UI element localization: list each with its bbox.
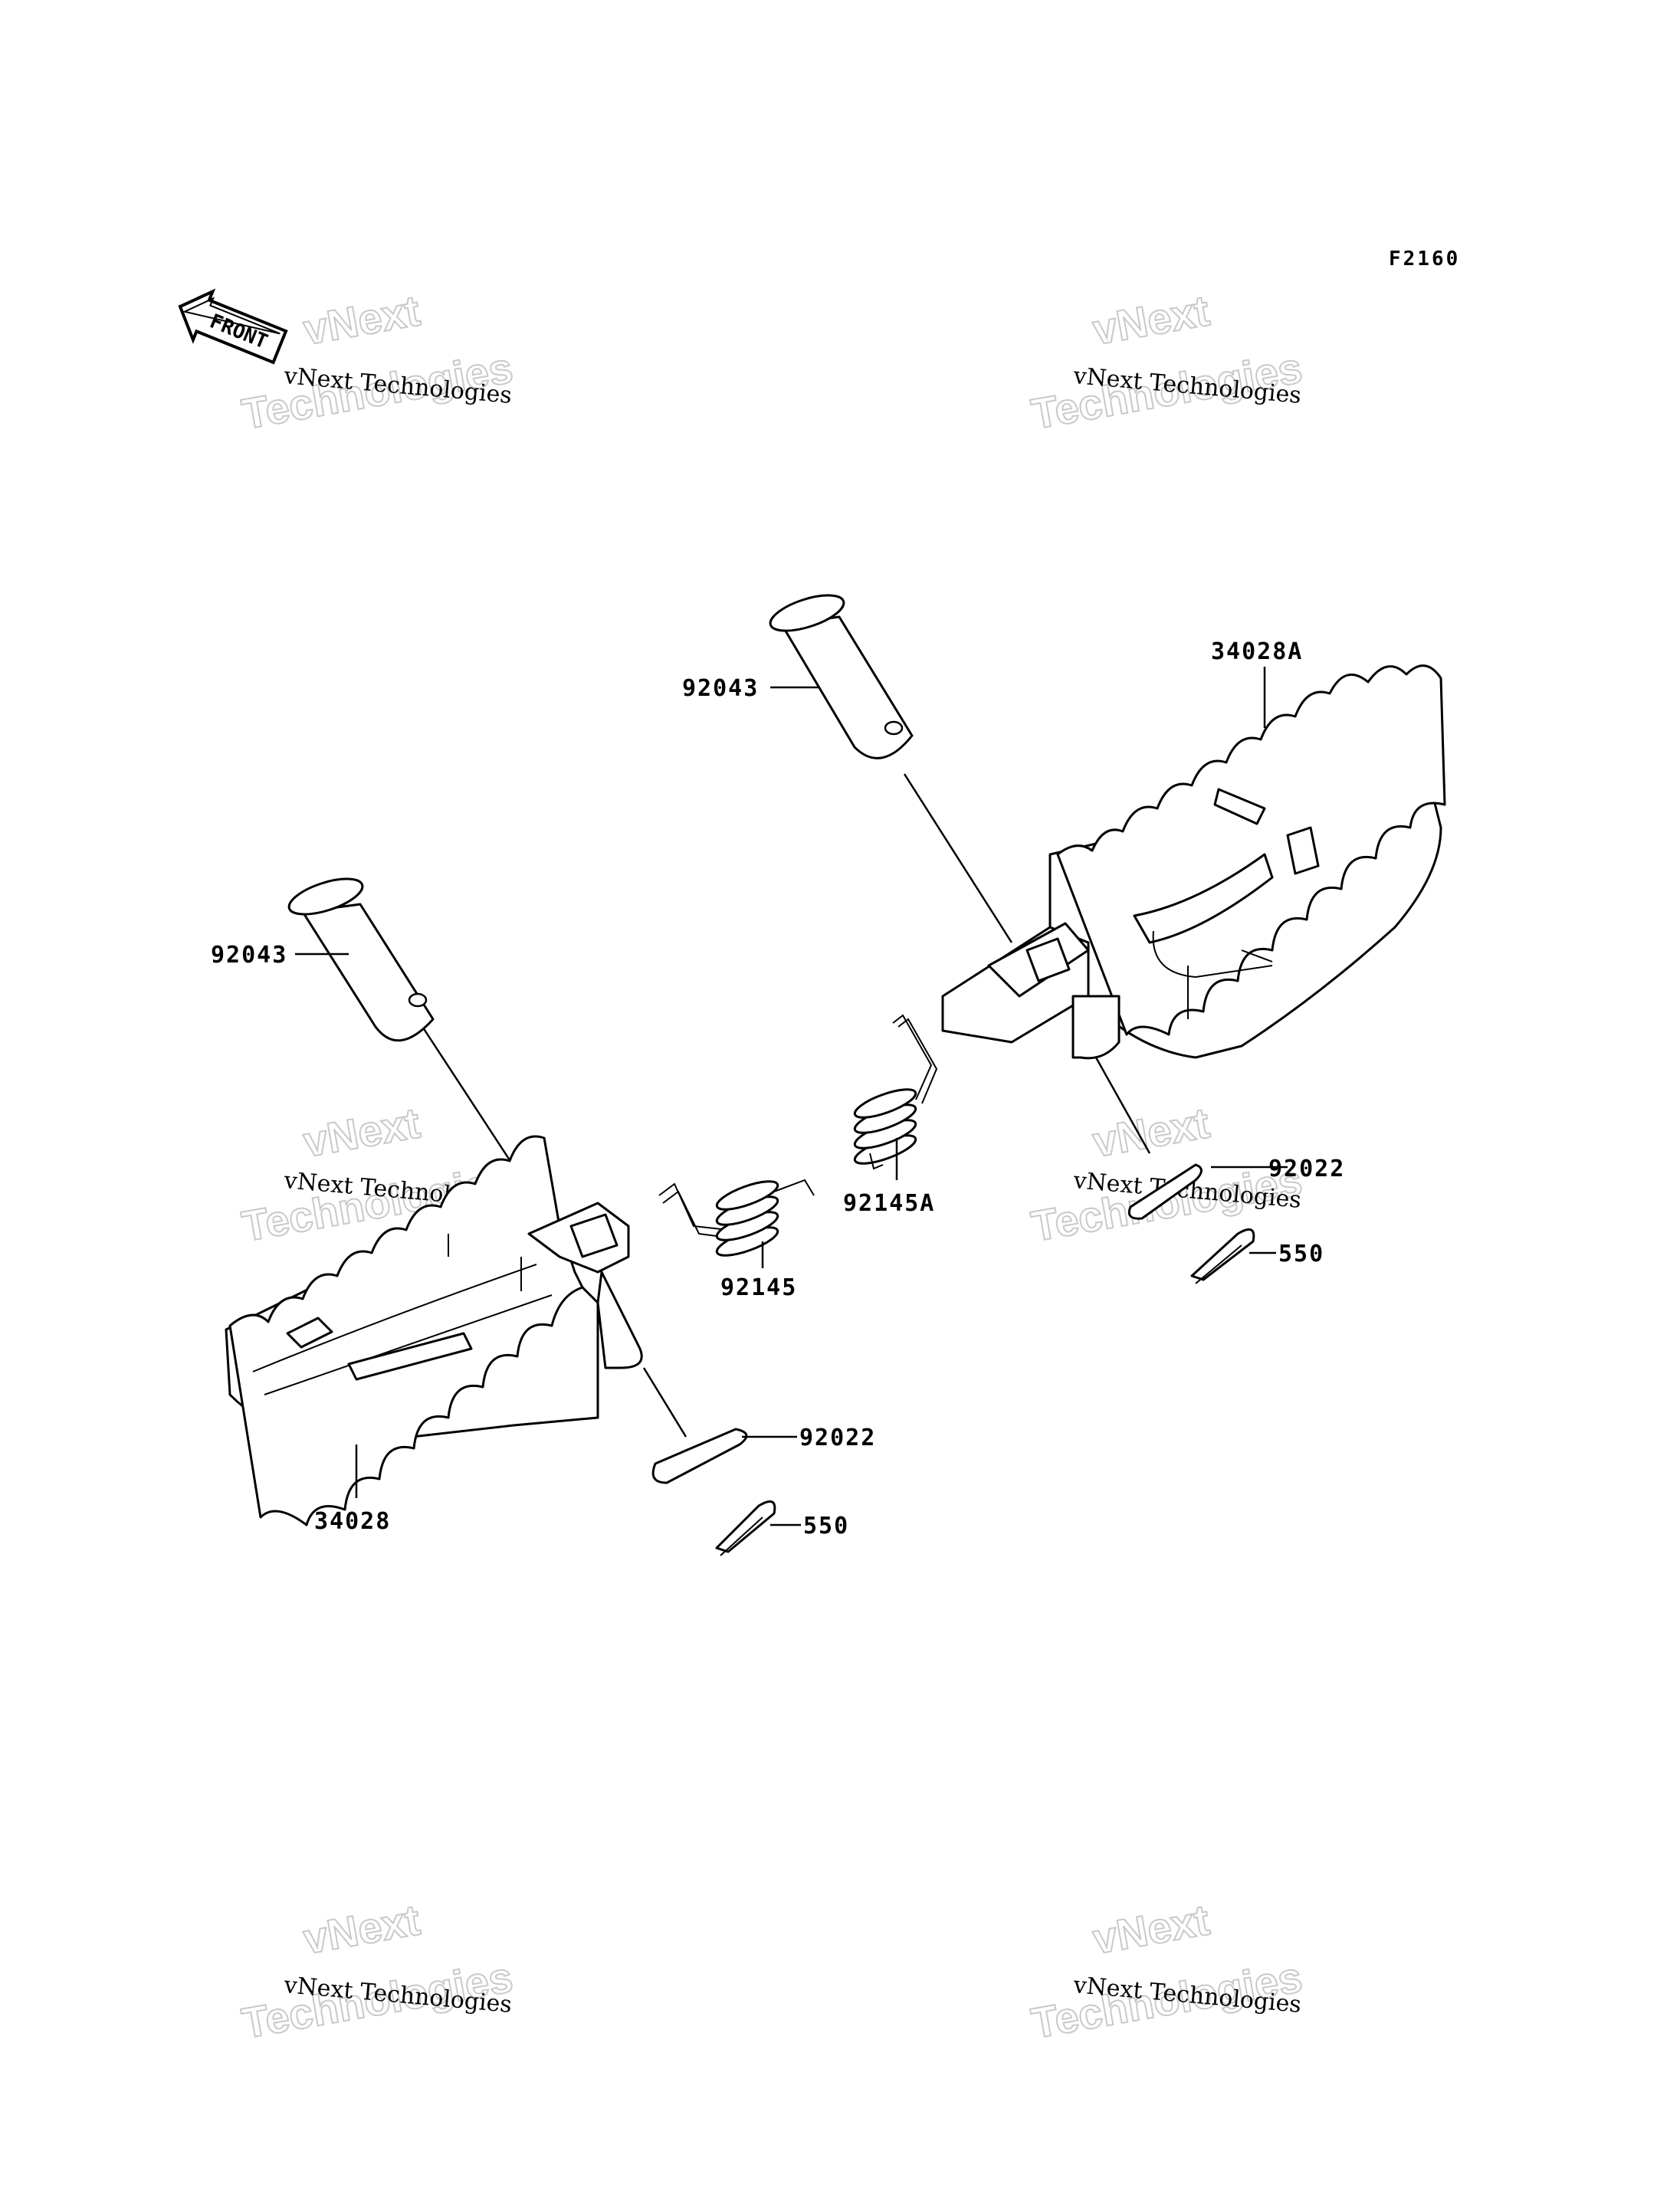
front-arrow-icon: FRONT xyxy=(178,288,288,365)
cotter-pin-right xyxy=(1190,1228,1276,1284)
cotter-pin-left xyxy=(715,1500,801,1556)
callout-footpeg-left: 34028 xyxy=(314,1508,391,1535)
callout-pin-right: 92043 xyxy=(682,675,759,702)
callout-cotter-left: 550 xyxy=(803,1513,849,1540)
callout-cotter-right: 550 xyxy=(1278,1241,1324,1267)
watermark-top-right: vNext Technologies vNext Technologies xyxy=(1027,285,1306,439)
washer-right xyxy=(1094,1057,1288,1220)
watermark-line1: vNext xyxy=(1089,286,1212,354)
watermark-line1: vNext xyxy=(300,1895,423,1963)
footpeg-left xyxy=(225,1135,643,1526)
watermark-line1: vNext xyxy=(300,1098,423,1166)
callout-footpeg-right: 34028A xyxy=(1211,638,1303,665)
watermark-line1: vNext xyxy=(300,286,423,354)
callout-spring-right: 92145A xyxy=(843,1190,935,1217)
callout-washer-right: 92022 xyxy=(1268,1156,1345,1182)
pin-right xyxy=(769,594,1013,943)
watermark-bottom-left: vNext Technologies vNext Technologies xyxy=(238,1894,517,2048)
watermark-line1: vNext xyxy=(1089,1098,1212,1166)
callout-pin-left: 92043 xyxy=(211,942,287,969)
washer-left xyxy=(642,1367,797,1484)
spring-right xyxy=(853,1014,938,1180)
watermark-bottom-right: vNext Technologies vNext Technologies xyxy=(1027,1894,1306,2048)
callout-washer-left: 92022 xyxy=(799,1425,876,1451)
watermark-top-left: vNext Technologies vNext Technologies xyxy=(238,285,517,439)
diagram-code: F2160 xyxy=(1389,248,1460,271)
spring-left xyxy=(658,1179,815,1268)
callout-spring-left: 92145 xyxy=(720,1274,797,1301)
watermark-mid-right: vNext Technologies vNext Technologies xyxy=(1027,1097,1306,1251)
footpeg-right xyxy=(941,664,1446,1060)
watermark-line1: vNext xyxy=(1089,1895,1212,1963)
